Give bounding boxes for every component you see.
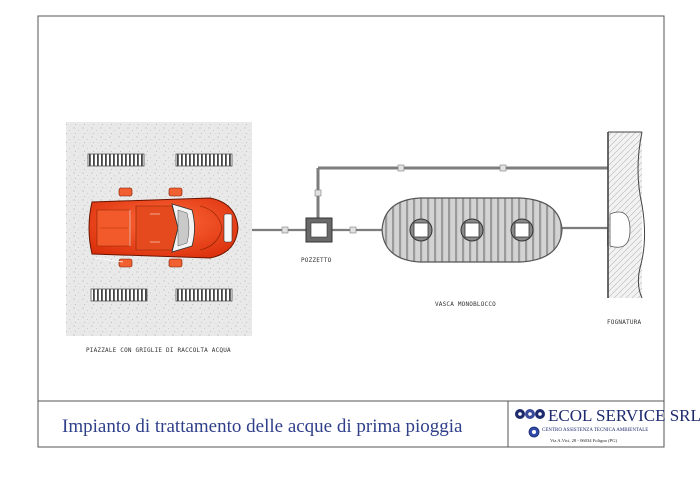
water-grate	[175, 153, 233, 167]
company-logo	[515, 409, 545, 438]
company-tagline: CENTRO ASSISTENZA TECNICA AMBIENTALE	[542, 428, 648, 433]
car-top-view	[88, 187, 239, 268]
sewer	[607, 131, 646, 299]
diagram-title: Impianto di trattamento delle acque di p…	[62, 416, 463, 437]
manhole-label: POZZETTO	[301, 257, 332, 264]
manhole	[305, 217, 333, 243]
sewer-label: FOGNATURA	[607, 319, 641, 326]
gear-logo-icon	[515, 409, 545, 419]
tank-label: VASCA MONOBLOCCO	[435, 301, 496, 308]
tank-hatch	[510, 218, 534, 242]
water-grate	[87, 153, 145, 167]
company-address: Via A.Vici, 28 - 06034 Foligno (PG)	[550, 438, 618, 444]
monoblock-tank	[381, 197, 563, 263]
water-grate	[90, 288, 148, 302]
tank-hatch	[409, 218, 433, 242]
tank-hatch	[460, 218, 484, 242]
yard-label: PIAZZALE CON GRIGLIE DI RACCOLTA ACQUA	[86, 347, 231, 354]
round-seal-icon	[528, 426, 540, 438]
yard	[66, 122, 252, 336]
title-block	[37, 400, 665, 448]
water-grate	[175, 288, 233, 302]
pipe-network	[252, 164, 610, 246]
company-name: ECOL SERVICE SRL	[548, 406, 700, 425]
